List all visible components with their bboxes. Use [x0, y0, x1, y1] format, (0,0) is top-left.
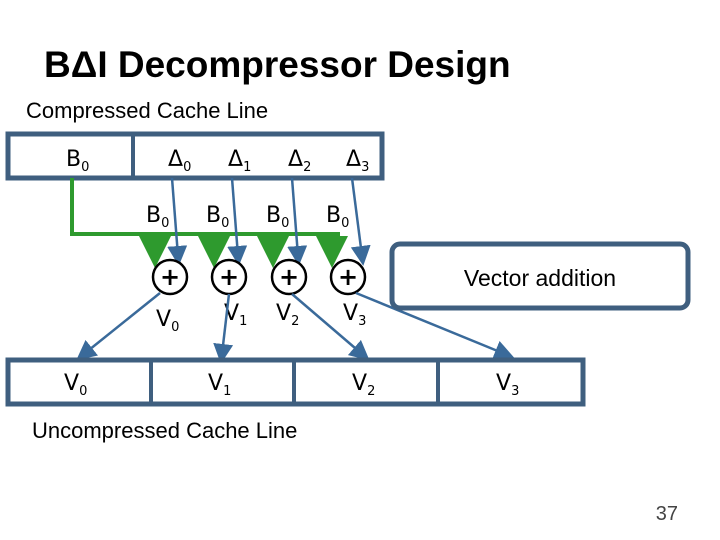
- svg-text:V0: V0: [156, 307, 179, 335]
- compressed-field-delta0: Δ0: [168, 147, 191, 175]
- svg-text:Δ0: Δ0: [168, 147, 191, 175]
- adder-output-v0: V0: [156, 307, 179, 335]
- compressed-field-delta3: Δ3: [346, 147, 369, 175]
- svg-text:V0: V0: [64, 371, 87, 399]
- svg-text:B0: B0: [326, 203, 349, 231]
- page-title: BΔI Decompressor Design: [44, 44, 511, 85]
- adder-output-v3: V3: [343, 301, 366, 329]
- adder-2: +: [270, 258, 308, 296]
- svg-text:V2: V2: [352, 371, 375, 399]
- svg-text:Vector addition: Vector addition: [464, 265, 616, 291]
- vector-addition-callout: Vector addition: [389, 241, 691, 311]
- svg-text:V1: V1: [208, 371, 231, 399]
- svg-text:+: +: [338, 263, 358, 291]
- svg-text:V3: V3: [496, 371, 519, 399]
- compressed-field-delta2: Δ2: [288, 147, 311, 175]
- svg-text:+: +: [219, 263, 239, 291]
- base-broadcast-wire: [70, 178, 348, 268]
- compressed-field-delta1: Δ1: [228, 147, 251, 175]
- adder-output-v2: V2: [276, 301, 299, 329]
- compressed-field-b0: B0: [66, 147, 89, 175]
- base-label-2: B0: [206, 203, 229, 231]
- output-arrows: [76, 291, 515, 364]
- svg-text:+: +: [279, 263, 299, 291]
- svg-text:B0: B0: [206, 203, 229, 231]
- adder-3: +: [329, 258, 367, 296]
- base-label-1: B0: [146, 203, 169, 231]
- compressed-cache-line: [5, 131, 385, 181]
- uncompressed-cache-line: [5, 357, 586, 407]
- svg-text:Δ3: Δ3: [346, 147, 369, 175]
- page-number: 37: [655, 503, 678, 525]
- adder-1: +: [210, 258, 248, 296]
- svg-text:V3: V3: [343, 301, 366, 329]
- base-label-3: B0: [266, 203, 289, 231]
- svg-text:V2: V2: [276, 301, 299, 329]
- compressed-cache-line-label: Compressed Cache Line: [26, 98, 269, 123]
- svg-text:Δ2: Δ2: [288, 147, 311, 175]
- svg-text:Δ1: Δ1: [228, 147, 251, 175]
- svg-text:B0: B0: [266, 203, 289, 231]
- delta-arrows: [167, 177, 371, 266]
- uncompressed-cache-line-label: Uncompressed Cache Line: [32, 418, 298, 443]
- base-label-4: B0: [326, 203, 349, 231]
- svg-text:B0: B0: [146, 203, 169, 231]
- uncompressed-field-v1: V1: [208, 371, 231, 399]
- svg-text:B0: B0: [66, 147, 89, 175]
- adder-0: +: [151, 258, 189, 296]
- svg-text:+: +: [160, 263, 180, 291]
- uncompressed-field-v3: V3: [496, 371, 519, 399]
- uncompressed-field-v0: V0: [64, 371, 87, 399]
- uncompressed-field-v2: V2: [352, 371, 375, 399]
